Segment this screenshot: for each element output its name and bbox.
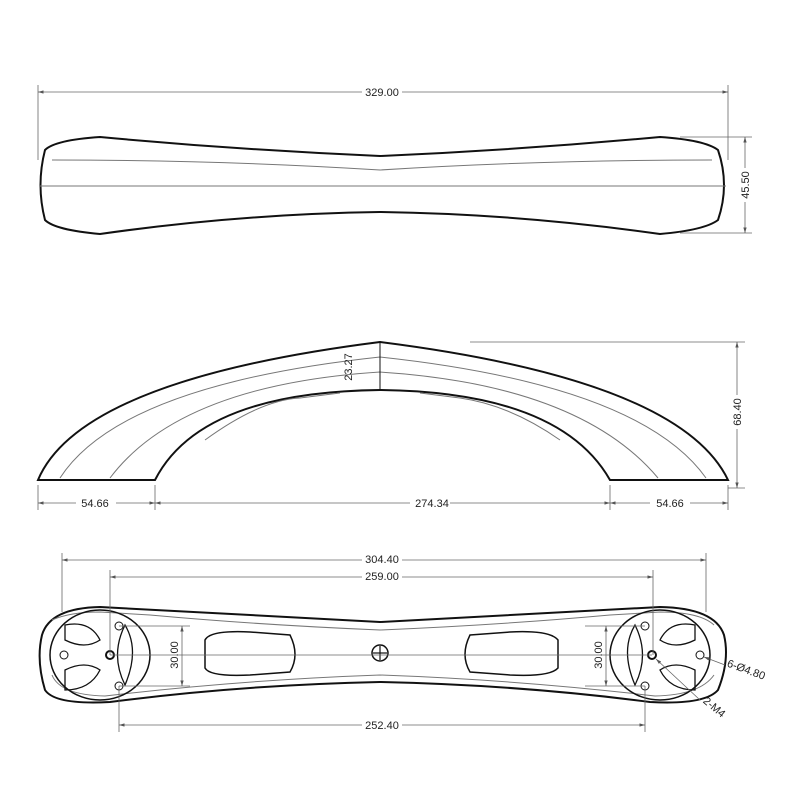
dim-width: 45.50 xyxy=(740,171,752,199)
dim-right-hole-pitch: 30.00 xyxy=(593,641,605,669)
dim-right-foot: 54.66 xyxy=(656,498,684,510)
dim-overall-length: 329.00 xyxy=(365,87,399,99)
hole-callout: 6-Ø4.80 xyxy=(725,658,766,683)
dim-outer-length: 304.40 xyxy=(365,554,399,566)
side-view-outline xyxy=(36,340,730,481)
dim-height: 68.40 xyxy=(732,398,744,426)
dim-hole-spacing-top: 259.00 xyxy=(365,571,399,583)
thread-callout: 2-M4 xyxy=(700,695,727,720)
dim-span: 274.34 xyxy=(415,498,449,510)
dim-hole-spacing-bottom: 252.40 xyxy=(365,720,399,732)
top-view: 329.00 45.50 xyxy=(37,85,752,236)
top-view-outline xyxy=(39,135,725,236)
mounting-holes xyxy=(59,621,705,691)
bottom-view: 304.40 259.00 252.40 30.00 30.00 6-Ø4.80… xyxy=(38,553,767,732)
dim-left-hole-pitch: 30.00 xyxy=(169,641,181,669)
dim-grip-thickness: 23.27 xyxy=(343,353,355,381)
center-screw-icon xyxy=(371,644,389,662)
dim-left-foot: 54.66 xyxy=(81,498,109,510)
bottom-view-outline xyxy=(38,605,727,704)
side-view: 54.66 274.34 54.66 68.40 23.27 xyxy=(36,340,745,510)
